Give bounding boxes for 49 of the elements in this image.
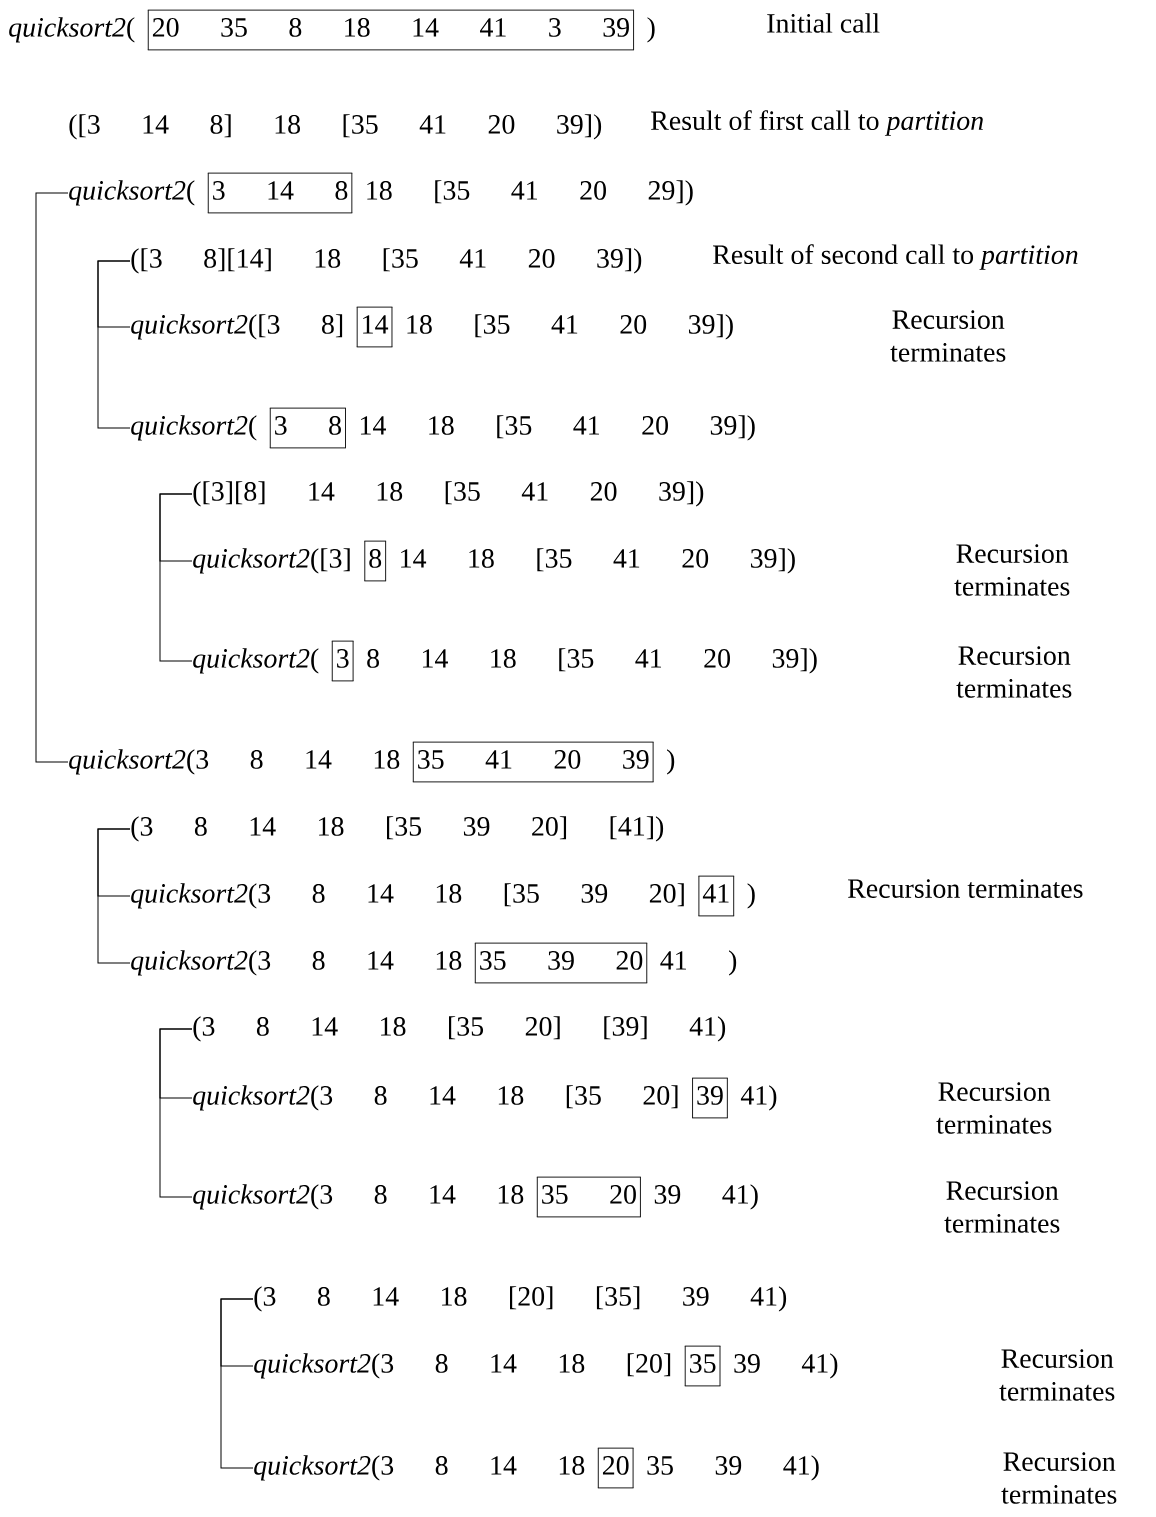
- code-line: quicksort2(3 8 14 18 [35 20] 39 41): [193, 1077, 777, 1119]
- highlight-box: 14: [356, 306, 393, 348]
- code-line: ([3 8][14] 18 [35 41 20 39]): [131, 248, 642, 274]
- code-line: (3 8 14 18 [20] [35] 39 41): [254, 1286, 787, 1312]
- code-line: quicksort2( 3 8 14 18 [35 41 20 39]): [193, 640, 817, 682]
- code-line: quicksort2(3 8 14 18 [35 39 20] 41 ): [131, 875, 755, 917]
- tree-connector: [97, 828, 131, 964]
- code-line: ([3 14 8] 18 [35 41 20 39]): [69, 114, 602, 140]
- annotation: Recursion terminates: [1001, 1452, 1117, 1504]
- annotation: Initial call: [767, 13, 880, 33]
- highlight-box: 35 20: [536, 1176, 642, 1218]
- code-line: quicksort2(3 8 14 18 [20] 35 39 41): [254, 1345, 838, 1387]
- highlight-box: 39: [691, 1077, 729, 1119]
- code-line: quicksort2(3 8 14 18 35 41 20 39 ): [69, 741, 675, 783]
- code-line: quicksort2([3] 8 14 18 [35 41 20 39]): [193, 540, 795, 582]
- annotation: Recursion terminates: [956, 646, 1072, 698]
- tree-connector: [35, 192, 69, 763]
- annotation: Recursion terminates: [890, 310, 1006, 362]
- highlight-box: 35 41 20 39: [412, 741, 655, 783]
- tree-connector: [97, 260, 131, 429]
- tree-connector: [159, 1028, 193, 1198]
- code-line: (3 8 14 18 [35 39 20] [41]): [131, 816, 664, 842]
- tree-connector: [220, 1298, 254, 1469]
- highlight-box: 20 35 8 18 14 41 3 39: [147, 9, 635, 51]
- code-line: quicksort2(3 8 14 18 35 20 39 41): [193, 1176, 758, 1218]
- annotation: Result of second call to partition: [713, 244, 1078, 270]
- highlight-box: 3: [331, 640, 354, 682]
- code-line: quicksort2(3 8 14 18 20 35 39 41): [254, 1447, 819, 1489]
- code-line: quicksort2(3 8 14 18 35 39 20 41 ): [131, 942, 737, 984]
- highlight-box: 3 14 8: [207, 172, 353, 214]
- tree-connector: [159, 493, 193, 662]
- annotation: Recursion terminates: [944, 1181, 1060, 1233]
- annotation: Result of first call to partition: [651, 110, 983, 136]
- highlight-box: 41: [698, 875, 735, 917]
- annotation: Recursion terminates: [999, 1349, 1115, 1401]
- annotation: Recursion terminates: [848, 879, 1083, 898]
- highlight-box: 3 8: [269, 407, 347, 449]
- annotation: Recursion terminates: [954, 544, 1070, 596]
- code-line: quicksort2( 3 8 14 18 [35 41 20 39]): [131, 407, 755, 449]
- highlight-box: 35: [684, 1345, 721, 1387]
- code-line: ([3][8] 14 18 [35 41 20 39]): [193, 481, 704, 507]
- annotation: Recursion terminates: [936, 1082, 1052, 1134]
- highlight-box: 8: [363, 540, 387, 582]
- code-line: quicksort2( 20 35 8 18 14 41 3 39 ): [9, 9, 655, 51]
- highlight-box: 35 39 20: [474, 942, 648, 984]
- code-line: quicksort2( 3 14 8 18 [35 41 20 29]): [69, 172, 693, 214]
- code-line: (3 8 14 18 [35 20] [39] 41): [193, 1016, 726, 1042]
- highlight-box: 20: [597, 1447, 634, 1489]
- code-line: quicksort2([3 8] 14 18 [35 41 20 39]): [131, 306, 733, 348]
